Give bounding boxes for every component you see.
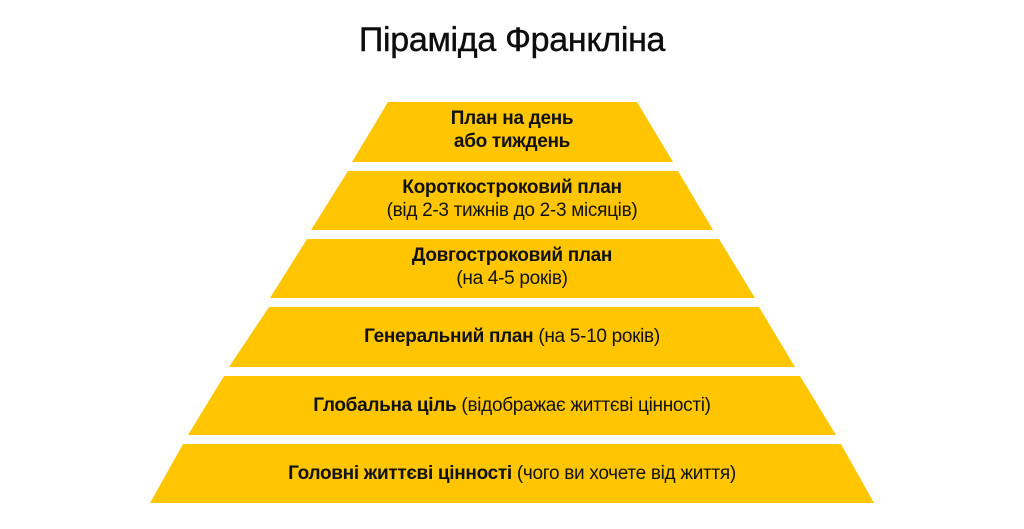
tier-1-label: План на день або тиждень <box>0 107 1024 153</box>
tier-2-line-1: Короткостроковий план <box>402 177 622 198</box>
tier-6-label: Головні життєві цінності (чого ви хочете… <box>0 462 1024 485</box>
tier-5-bold-text: Глобальна ціль <box>313 395 457 416</box>
tier-1-line-1: План на день <box>450 108 574 129</box>
tier-3-shape <box>270 239 755 298</box>
tier-2-line-2: (від 2-3 тижнів до 2-3 місяців) <box>386 200 638 221</box>
tier-6-shape <box>150 444 874 503</box>
tier-5-shape <box>188 376 836 435</box>
diagram-title: Піраміда Франкліна <box>358 21 666 59</box>
tier-3-line-2: (на 4-5 років) <box>456 268 568 289</box>
tier-2-shape <box>311 171 713 230</box>
tier-6-regular-text: (чого ви хочете від життя) <box>511 463 736 484</box>
tier-3-label: Довгостроковий план (на 4-5 років) <box>0 244 1024 290</box>
tier-5-regular-text: (відображає життєві цінності) <box>456 395 711 416</box>
tier-6-bold-text: Головні життєві цінності <box>288 463 512 484</box>
tier-1-line-2: або тиждень <box>453 131 571 152</box>
tier-5-label: Глобальна ціль (відображає життєві цінно… <box>0 394 1024 417</box>
tier-4-regular-text: (на 5-10 років) <box>533 326 660 347</box>
tier-2-label: Короткостроковий план (від 2-3 тижнів до… <box>0 176 1024 222</box>
tier-4-shape <box>229 307 795 367</box>
tier-3-line-1: Довгостроковий план <box>411 245 613 266</box>
tier-1-shape <box>352 102 673 162</box>
tier-4-label: Генеральний план (на 5-10 років) <box>0 325 1024 348</box>
tier-4-bold-text: Генеральний план <box>364 326 534 347</box>
